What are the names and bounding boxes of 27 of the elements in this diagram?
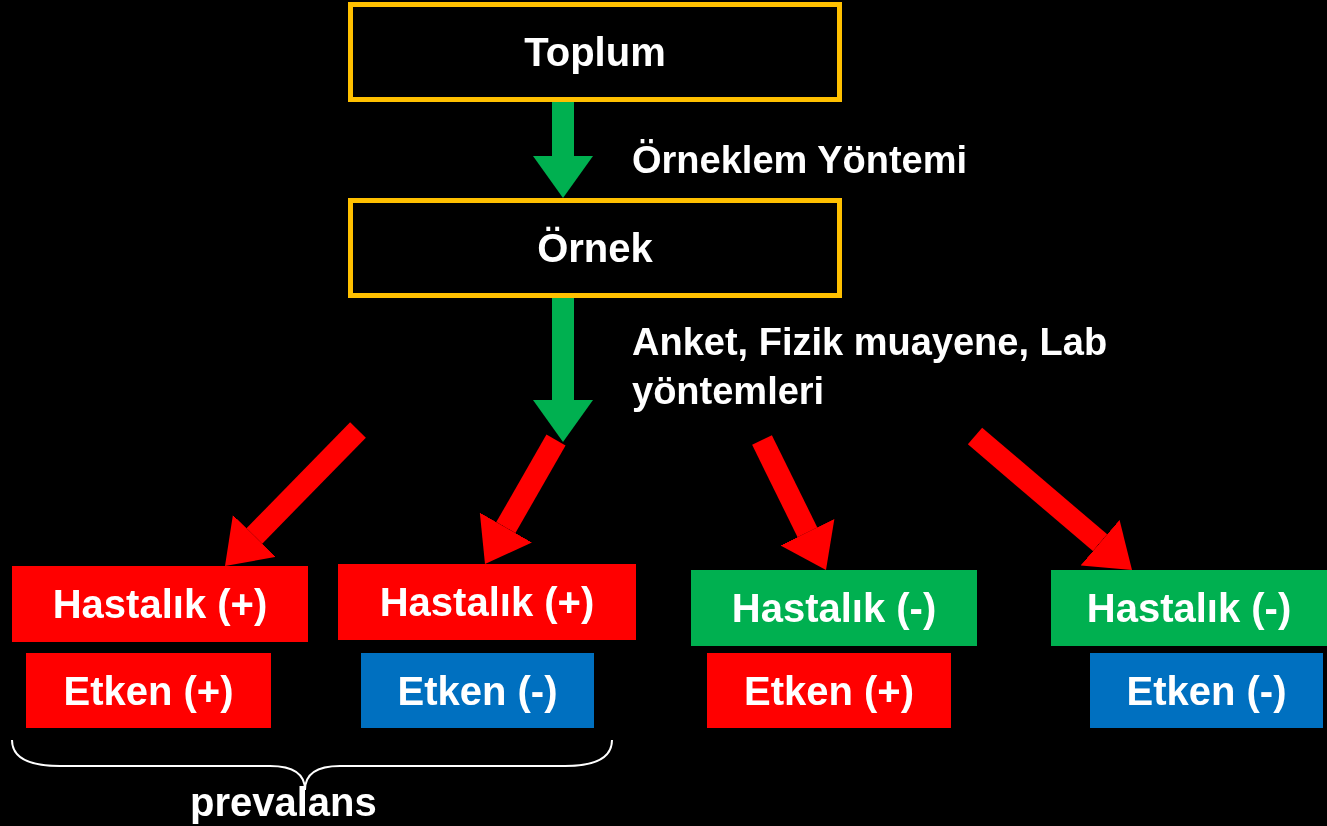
brace-label: prevalans bbox=[190, 782, 377, 822]
arrow bbox=[225, 422, 366, 566]
arrow bbox=[533, 298, 593, 442]
box-label: Toplum bbox=[524, 29, 666, 76]
arrow bbox=[752, 435, 835, 570]
box-label: Hastalık (-) bbox=[731, 585, 937, 632]
result-box bbox=[12, 566, 308, 642]
process-box bbox=[348, 2, 842, 102]
result-box bbox=[707, 653, 951, 728]
box-label: Hastalık (+) bbox=[52, 581, 268, 628]
arrow bbox=[479, 434, 566, 564]
result-box bbox=[1051, 570, 1327, 646]
result-box bbox=[1090, 653, 1323, 728]
result-box bbox=[691, 570, 977, 646]
box-label: Hastalık (-) bbox=[1086, 585, 1292, 632]
result-box bbox=[338, 564, 636, 640]
box-label: Etken (+) bbox=[743, 667, 914, 715]
result-box bbox=[361, 653, 594, 728]
box-label: Etken (-) bbox=[1126, 667, 1287, 715]
result-box bbox=[26, 653, 271, 728]
process-box bbox=[348, 198, 842, 298]
box-label: Örnek bbox=[537, 225, 653, 272]
box-label: Etken (+) bbox=[63, 667, 234, 715]
box-label: Hastalık (+) bbox=[379, 579, 595, 626]
arrow bbox=[967, 427, 1132, 570]
box-label: Etken (-) bbox=[397, 667, 558, 715]
arrow bbox=[533, 102, 593, 198]
